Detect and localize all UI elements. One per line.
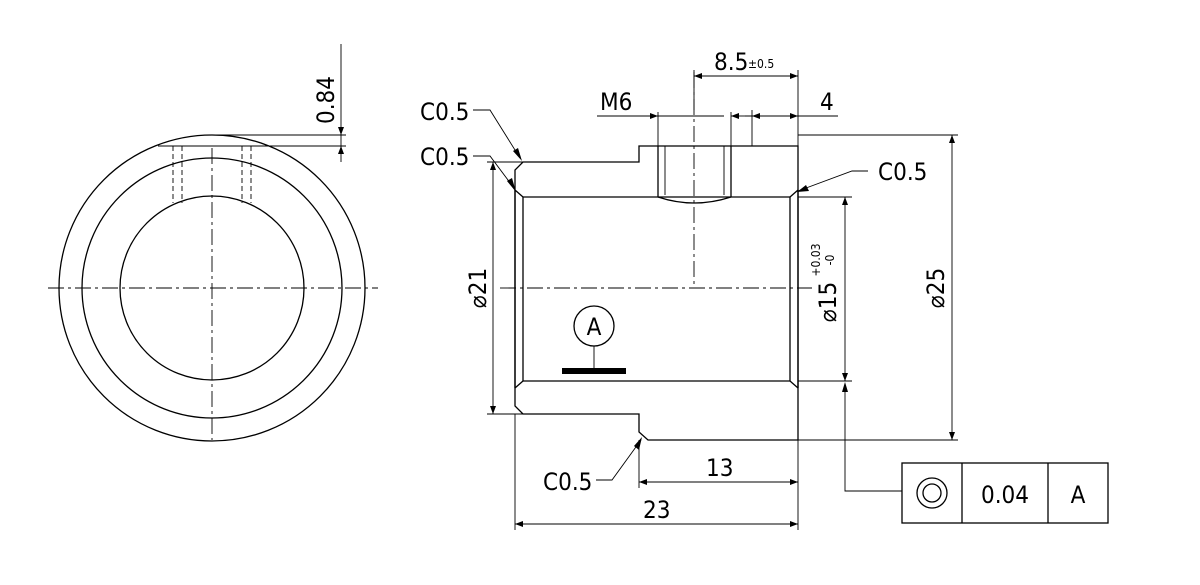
m6-label: M6 — [600, 88, 632, 116]
c05-right-leader — [797, 170, 868, 192]
tolerance-frame-box — [901, 462, 1109, 524]
dim-25-arrow-top — [949, 135, 955, 143]
dim-15-arrow-top — [842, 197, 848, 205]
dim-084-label: 0.84 — [312, 76, 340, 124]
dim-25-arrow-bottom — [949, 432, 955, 440]
dim-85-label: 8.5 — [714, 48, 748, 76]
chamfer-left-top — [514, 189, 524, 198]
c05-bottom-label: C0.5 — [543, 468, 592, 496]
dim-23-arrow-left — [515, 521, 523, 527]
c05-top2-leader — [473, 155, 515, 189]
dim-15-tol-lower: -0 — [823, 254, 837, 265]
dim-85-arrow-right — [790, 73, 798, 79]
dim-85-tol: ±0.5 — [748, 57, 774, 71]
c05-top2-arrow — [507, 178, 516, 192]
c05-top1-arrow — [513, 148, 522, 161]
part-outline — [514, 145, 799, 441]
dim-21-arrow-bottom — [490, 406, 496, 414]
dim-4-arrow-right — [790, 113, 798, 119]
dim-15-arrow-bottom — [842, 373, 848, 381]
tolerance-leader-arrow — [842, 382, 848, 392]
c05-top1-leader — [473, 109, 521, 159]
tolerance-datum: A — [1071, 481, 1086, 509]
dim-23-label: 23 — [643, 496, 670, 524]
dim-084-arrow-1 — [338, 127, 344, 135]
dim-23-arrow-right — [790, 521, 798, 527]
dim-21-label: ⌀21 — [464, 268, 492, 308]
chamfer-left-bottom — [514, 380, 524, 389]
dim-25-label: ⌀25 — [922, 268, 950, 308]
dim-13-arrow-right — [790, 479, 798, 485]
section-view: M6 8.5 ±0.5 4 ⌀25 ⌀15 +0.03 -0 — [420, 48, 958, 530]
c05-right-label: C0.5 — [878, 158, 927, 186]
dim-13-label: 13 — [706, 454, 733, 482]
m6-arrow-left — [650, 113, 658, 119]
c05-right-arrow — [797, 185, 809, 192]
chamfer-right-bottom — [789, 380, 799, 389]
c05-bottom-arrow — [634, 437, 642, 450]
chamfer-right-top — [789, 189, 799, 198]
c05-top1-label: C0.5 — [420, 98, 469, 126]
tolerance-value: 0.04 — [981, 481, 1029, 509]
datum-base — [562, 368, 626, 374]
dim-084-arrow-2 — [338, 146, 344, 154]
tolerance-frame: 0.04 A — [901, 462, 1109, 524]
dim-4-label: 4 — [820, 88, 834, 116]
dim-15-tol-upper: +0.03 — [809, 243, 823, 276]
dim-21-arrow-top — [490, 162, 496, 170]
c05-top2-label: C0.5 — [420, 143, 469, 171]
end-view: 0.84 — [48, 44, 378, 442]
concentricity-inner-icon — [922, 483, 942, 503]
dim-13-arrow-left — [639, 479, 647, 485]
dim-4-arrow-left — [752, 113, 760, 119]
dim-85-arrow-left — [694, 73, 702, 79]
datum-label: A — [587, 313, 602, 341]
tolerance-leader — [844, 392, 902, 492]
concentricity-outer-icon — [916, 477, 948, 509]
dim-15-label: ⌀15 — [814, 282, 842, 322]
hole-intersection-curve — [657, 196, 732, 204]
c05-bottom-leader — [596, 439, 642, 481]
